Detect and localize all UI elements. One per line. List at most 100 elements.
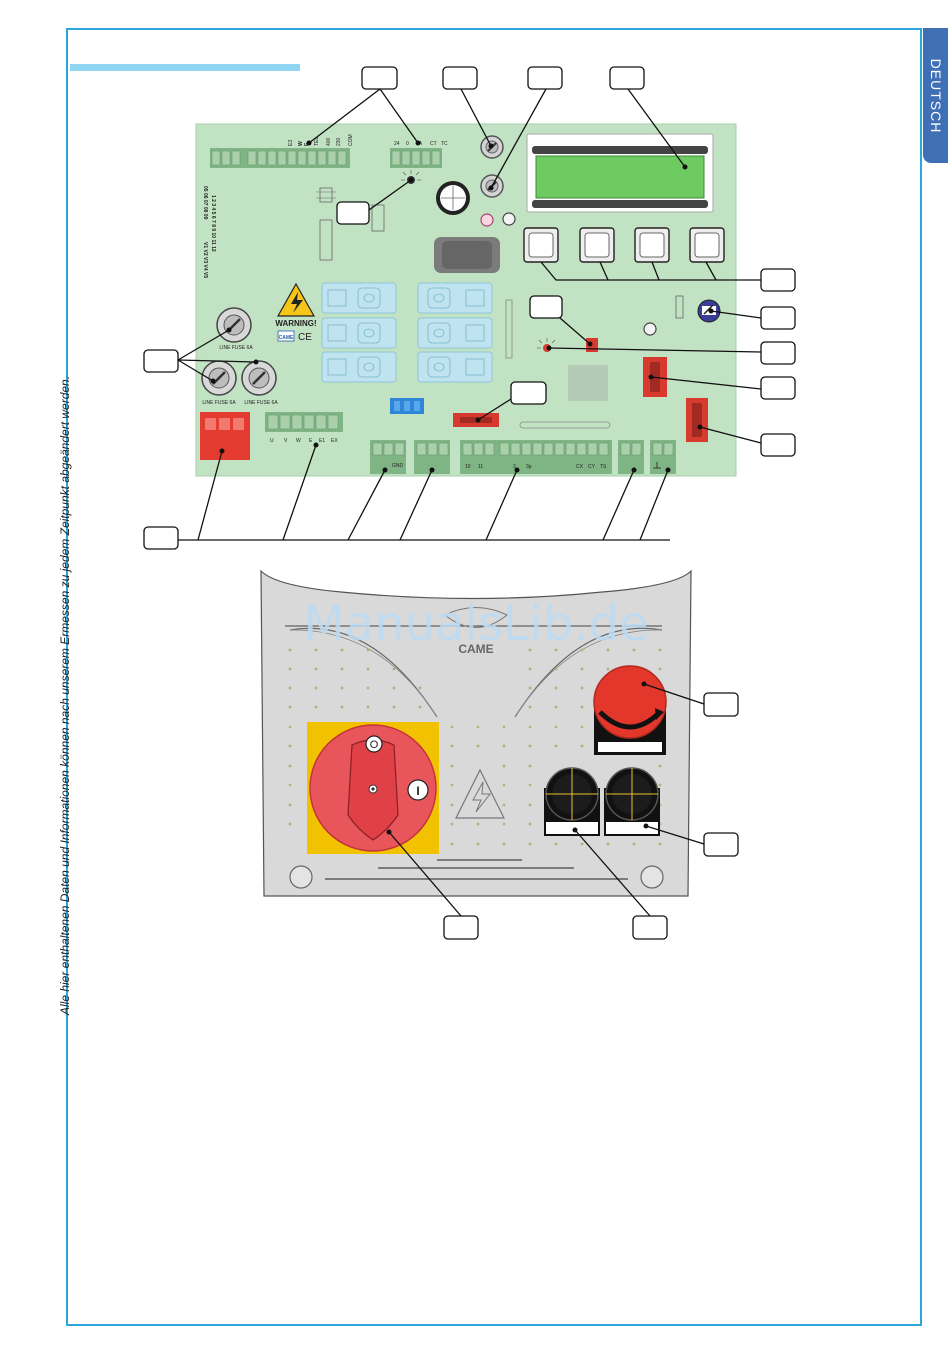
warning-sign: WARNING! <box>275 282 317 328</box>
terminal-label: W <box>298 141 304 146</box>
page-frame <box>66 28 922 1326</box>
rotary-numbers: 1 2 3 4 5 6 7 8 9 10 11 12 <box>210 195 216 252</box>
lcd-display <box>526 133 714 213</box>
switch-on-label: I <box>416 784 419 798</box>
callout-dots <box>210 140 714 473</box>
terminal-label: TS <box>600 464 607 470</box>
push-button[interactable] <box>579 227 615 263</box>
header-accent-bar <box>70 64 300 71</box>
svg-text:LINE FUSE 6A: LINE FUSE 6A <box>202 400 236 406</box>
motor-terminal-block: U V W E E1 EX <box>265 412 343 444</box>
line-fuse: LINE FUSE 6A <box>216 307 253 351</box>
callout-box <box>510 381 547 405</box>
terminal-label: EX <box>331 438 338 444</box>
terminal-label: 0 <box>406 141 409 147</box>
terminal-block-gnd: GND <box>370 440 406 474</box>
dip-component <box>316 187 385 261</box>
callout-box <box>760 268 796 292</box>
terminal-label: W <box>296 438 301 444</box>
ce-mark: CE <box>298 332 312 343</box>
resistor <box>675 295 684 319</box>
screw <box>640 865 664 889</box>
terminal-label: 400 <box>326 137 332 146</box>
black-push-button[interactable] <box>544 767 600 836</box>
callout-box <box>143 349 179 373</box>
transformer <box>434 237 500 273</box>
panel-logo: CAME <box>444 607 508 656</box>
terminal-block-right <box>618 440 644 474</box>
line-fuse: LINE FUSE 6A <box>241 360 278 406</box>
terminal-label: 3p <box>526 464 532 470</box>
push-button[interactable] <box>689 227 725 263</box>
terminal-label: CT <box>430 141 437 147</box>
capacitor <box>436 181 470 215</box>
terminal-label: 24 <box>394 141 400 147</box>
emergency-stop-button[interactable] <box>593 665 667 755</box>
svg-text:LINE FUSE 6A: LINE FUSE 6A <box>244 400 278 406</box>
terminal-label: CY <box>588 464 596 470</box>
terminal-label: E3 <box>288 140 294 146</box>
callout-box <box>760 433 796 457</box>
callout-box <box>760 341 796 365</box>
watermark: ManualsLib.de <box>303 596 648 652</box>
terminal-label: CX <box>576 464 584 470</box>
rotary-numbers: V1 V2 V3 V4 V5 <box>202 242 208 278</box>
resistor-strip <box>505 299 513 359</box>
screw <box>289 865 313 889</box>
svg-text:LINE FUSE 6A: LINE FUSE 6A <box>219 345 253 351</box>
svg-text:CAME: CAME <box>279 335 294 341</box>
terminal-label: GND <box>392 463 404 469</box>
callout-box <box>609 66 645 90</box>
relay <box>321 282 493 383</box>
slot <box>519 421 611 429</box>
callout-box <box>442 66 478 90</box>
terminal-label: COM <box>348 134 354 146</box>
terminal-label: U <box>270 438 274 444</box>
black-push-button[interactable] <box>604 767 660 836</box>
callout-box <box>527 66 563 90</box>
terminal-label: 230 <box>336 137 342 146</box>
led-pink <box>480 213 494 227</box>
callouts-board <box>143 66 796 550</box>
callout-box <box>361 66 398 90</box>
terminal-label: V <box>284 438 288 444</box>
language-tab[interactable]: DEUTSCH <box>923 28 948 163</box>
svg-text:CAME: CAME <box>458 642 493 656</box>
terminal-label: 2 <box>513 464 516 470</box>
led-white <box>502 212 516 226</box>
led-white <box>643 322 657 336</box>
ground-icon <box>653 462 661 469</box>
callouts-panel <box>388 683 739 940</box>
chip <box>568 365 608 401</box>
push-button[interactable] <box>634 227 670 263</box>
terminal-block-top-right: 24 0 1A CT TC <box>390 141 448 168</box>
terminal-label: E <box>309 438 313 444</box>
callout-box <box>443 915 479 940</box>
callout-box <box>703 832 739 857</box>
ventilation-dots <box>288 648 662 846</box>
came-logo: CAME <box>277 330 295 342</box>
terminal-label: E1 <box>319 438 325 444</box>
high-voltage-icon <box>455 768 505 819</box>
front-panel: CAME <box>260 569 692 897</box>
terminal-label: TEL <box>314 137 320 146</box>
callout-box <box>143 526 179 550</box>
control-board: E3 W E TEL 400 230 COM 24 0 1A CT TC <box>195 123 737 477</box>
callout-box <box>529 295 563 319</box>
main-switch[interactable]: O I <box>307 722 439 854</box>
terminal-label: TC <box>441 141 448 147</box>
push-button[interactable] <box>523 227 559 263</box>
callout-box <box>632 915 668 940</box>
warning-label: WARNING! <box>275 319 316 328</box>
power-terminal <box>200 412 250 460</box>
rotary-numbers: 05 06 07 08 09 <box>202 186 208 220</box>
terminal-label: 11 <box>478 464 483 470</box>
callout-box <box>760 376 796 400</box>
callout-box <box>760 306 796 330</box>
line-fuse: LINE FUSE 6A <box>201 360 237 406</box>
terminal-label: 10 <box>465 464 471 470</box>
terminal-block-ground <box>650 440 676 474</box>
terminal-block-top-left: E3 W E TEL 400 230 COM <box>210 134 354 168</box>
callout-box <box>703 692 739 717</box>
